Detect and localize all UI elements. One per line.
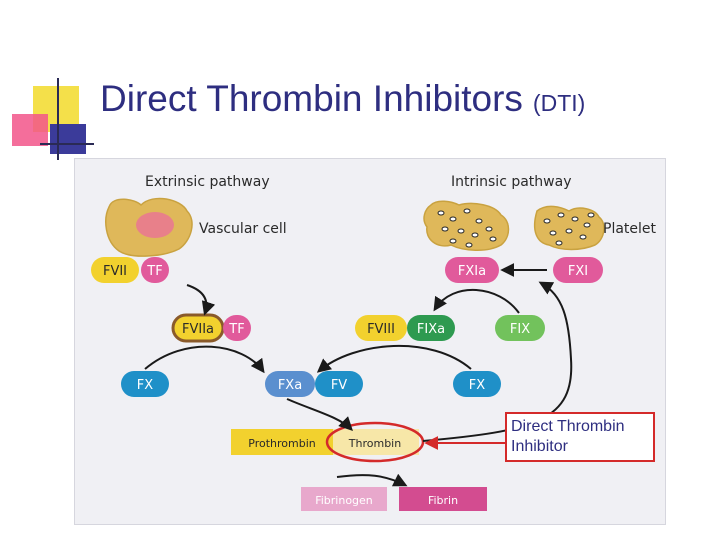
arrow-fix-to-fixa [433,288,520,314]
title-suffix: (DTI) [532,90,586,116]
dti-callout: Direct Thrombin Inhibitor [505,412,655,462]
cascade-arrows [144,263,573,487]
vascular-cell-icon [105,197,193,257]
svg-text:Fibrinogen: Fibrinogen [315,494,373,507]
svg-text:Thrombin: Thrombin [348,437,401,450]
platelet-icon [423,200,605,251]
extrinsic-pathway-label: Extrinsic pathway [145,174,270,190]
svg-text:Prothrombin: Prothrombin [248,437,316,450]
deco-pink-square [12,114,48,146]
svg-text:FX: FX [137,378,153,393]
factor-fxi: FXI [553,257,603,283]
svg-text:FVIIa: FVIIa [182,322,214,337]
thrombin-highlight-ring [325,421,425,463]
platelet-label: Platelet [603,221,657,237]
factor-fxia: FXIa [445,257,499,283]
svg-text:FVII: FVII [103,264,127,279]
svg-text:Fibrin: Fibrin [428,494,458,507]
coagulation-cascade-svg: Extrinsic pathway Intrinsic pathway Vasc… [91,174,657,511]
factor-fixa: FIXa [407,315,455,341]
deco-vertical-line [57,78,59,160]
prothrombin-box: Prothrombin [231,429,333,455]
svg-text:FV: FV [331,378,347,393]
svg-text:TF: TF [228,322,244,337]
factor-tf: TF [141,257,169,283]
title-main: Direct Thrombin Inhibitors [100,78,523,119]
fibrinogen-box: Fibrinogen [301,487,387,511]
svg-text:TF: TF [146,264,162,279]
fibrin-box: Fibrin [399,487,487,511]
svg-text:FIX: FIX [510,322,530,337]
factor-fviii: FVIII [355,315,407,341]
arrow-fx-right-to-fxa [316,345,472,373]
svg-text:FVIII: FVIII [367,322,395,337]
vascular-cell-label: Vascular cell [199,221,287,237]
arrow-fibrinogen-to-fibrin [336,473,408,487]
factor-fviia: FVIIa [171,313,225,343]
arrow-tf-to-fviia [186,284,216,316]
factor-fvii: FVII [91,257,139,283]
factor-fv: FV [315,371,363,397]
factor-fix: FIX [495,315,545,341]
slide-title: Direct Thrombin Inhibitors (DTI) [100,78,585,120]
factor-fx-right: FX [453,371,501,397]
factor-fxa: FXa [265,371,315,397]
svg-text:FXa: FXa [278,378,302,393]
intrinsic-pathway-label: Intrinsic pathway [451,174,571,190]
arrow-fx-left-to-fxa [144,345,265,374]
callout-line-1: Direct Thrombin [511,418,625,435]
factor-tf-complex: TF [223,315,251,341]
deco-blue-square [50,124,86,154]
svg-text:FXIa: FXIa [458,264,486,279]
thrombin-box: Thrombin [333,429,419,455]
arrow-thrombin-feedback-fxi [422,281,573,442]
callout-line-2: Inhibitor [511,438,568,455]
svg-text:FXI: FXI [568,264,588,279]
deco-horizontal-line [40,143,94,145]
svg-text:FIXa: FIXa [417,322,445,337]
svg-text:FX: FX [469,378,485,393]
factor-fx-left: FX [121,371,169,397]
coagulation-diagram: Extrinsic pathway Intrinsic pathway Vasc… [74,158,666,525]
arrow-fxa-to-thrombin [286,398,353,431]
